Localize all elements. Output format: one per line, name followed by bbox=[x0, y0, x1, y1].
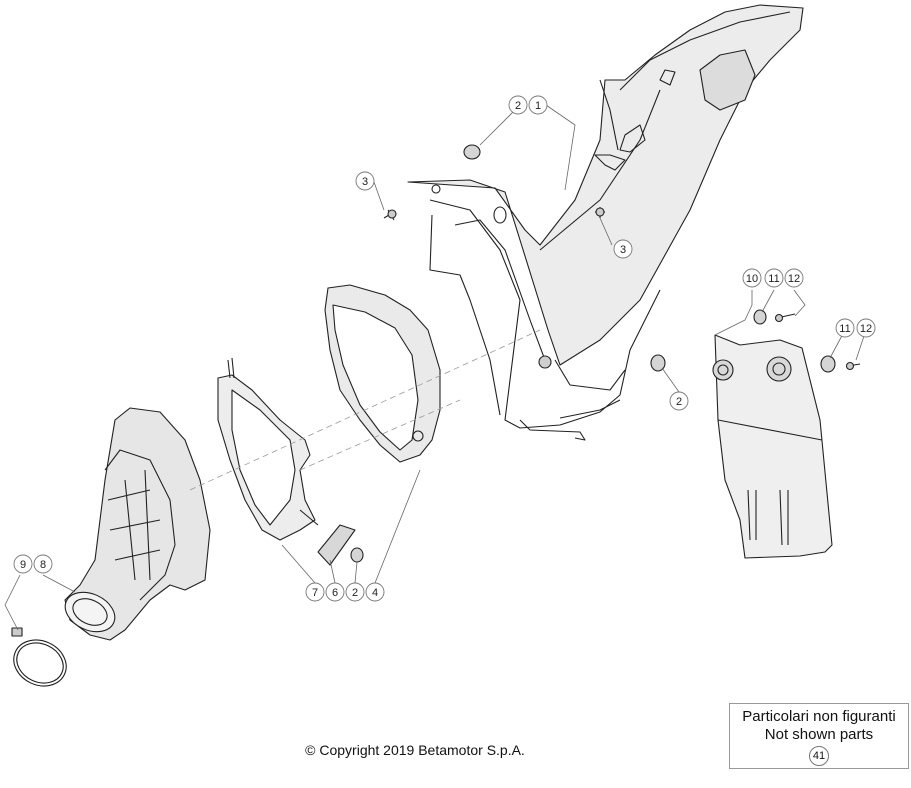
callout-9: 9 bbox=[13, 554, 33, 574]
svg-text:1: 1 bbox=[535, 100, 541, 112]
callout-12-top: 12 bbox=[784, 268, 804, 288]
svg-text:4: 4 bbox=[372, 587, 378, 599]
svg-text:6: 6 bbox=[332, 587, 338, 599]
svg-text:3: 3 bbox=[620, 244, 626, 256]
callout-3-right-screw: 3 bbox=[613, 239, 633, 259]
svg-text:2: 2 bbox=[676, 396, 682, 408]
side-cover bbox=[712, 334, 833, 559]
callout-2-grommet-bottom: 2 bbox=[345, 582, 365, 602]
callout-4: 4 bbox=[365, 582, 385, 602]
callout-2-grommet-top: 2 bbox=[508, 95, 528, 115]
callout-3-left-screw: 3 bbox=[355, 171, 375, 191]
svg-text:2: 2 bbox=[515, 100, 521, 112]
callout-1: 1 bbox=[528, 95, 548, 115]
callout-10: 10 bbox=[742, 268, 762, 288]
intake-duct bbox=[64, 407, 211, 641]
svg-text:11: 11 bbox=[839, 323, 850, 335]
svg-text:12: 12 bbox=[788, 273, 800, 285]
svg-text:2: 2 bbox=[352, 587, 358, 599]
airbox-frame bbox=[407, 4, 804, 441]
callout-11-right: 11 bbox=[835, 318, 855, 338]
callout-11-top: 11 bbox=[764, 268, 784, 288]
assembly-guides bbox=[189, 329, 541, 491]
leader-lines bbox=[4, 104, 867, 631]
not-shown-parts-box: Particolari non figuranti Not shown part… bbox=[729, 703, 909, 769]
callout-7: 7 bbox=[305, 582, 325, 602]
callout-12-right: 12 bbox=[856, 318, 876, 338]
callout-8: 8 bbox=[33, 554, 53, 574]
hose-clamp bbox=[11, 627, 67, 687]
svg-text:10: 10 bbox=[746, 273, 758, 285]
svg-text:3: 3 bbox=[362, 176, 368, 188]
air-filter bbox=[324, 284, 441, 463]
svg-text:12: 12 bbox=[860, 323, 872, 335]
callouts: 1 2 3 3 2 10 11 12 11 12 9 8 7 6 2 4 bbox=[13, 95, 876, 602]
svg-text:8: 8 bbox=[40, 559, 46, 571]
fasteners bbox=[383, 144, 861, 373]
legend-line-english: Not shown parts bbox=[764, 726, 874, 743]
filter-cage bbox=[217, 357, 364, 566]
legend-part-number: 41 bbox=[809, 746, 829, 766]
copyright-notice: © Copyright 2019 Betamotor S.p.A. bbox=[305, 742, 525, 758]
svg-text:7: 7 bbox=[312, 587, 318, 599]
legend-line-italian: Particolari non figuranti bbox=[742, 708, 896, 725]
callout-6: 6 bbox=[325, 582, 345, 602]
svg-text:9: 9 bbox=[20, 559, 26, 571]
callout-2-grommet-right: 2 bbox=[669, 391, 689, 411]
svg-text:11: 11 bbox=[768, 273, 779, 285]
